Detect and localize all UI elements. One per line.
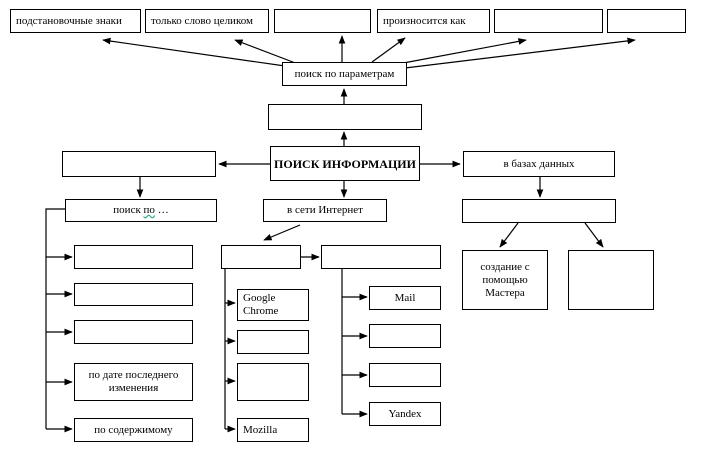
search-by-item-1 [74,245,193,269]
param-option-wildcards: подстановочные знаки [10,9,141,33]
search-by-item-2 [74,283,193,306]
browsers-group-blank [221,245,301,269]
param-search-node: поиск по параметрам [282,62,407,86]
search-by-node: поиск по … [65,199,217,222]
internet-node: в сети Интернет [263,199,387,222]
root-node: ПОИСК ИНФОРМАЦИИ [270,146,420,181]
browser-google-chrome: Google Chrome [237,289,309,321]
db-item-blank [568,250,654,310]
above-root-blank-node [268,104,422,130]
db-sub-blank-node [462,199,616,223]
search-engine-blank-2 [369,363,441,387]
left-blank-node [62,151,216,177]
param-option-sounds-like: произносится как [377,9,490,33]
browser-blank-1 [237,330,309,354]
search-engine-blank-1 [369,324,441,348]
search-by-content: по содержимому [74,418,193,442]
browser-mozilla: Mozilla [237,418,309,442]
search-by-item-3 [74,320,193,344]
param-option-blank-2 [494,9,603,33]
search-by-prefix: поиск [113,204,141,216]
param-option-blank-1 [274,9,371,33]
param-option-whole-word: только слово целиком [145,9,269,33]
search-by-suffix: … [154,204,169,216]
search-engine-mail: Mail [369,286,441,310]
search-by-underlined: по [143,204,155,216]
databases-node: в базах данных [463,151,615,177]
search-engine-yandex: Yandex [369,402,441,426]
db-create-with-wizard: создание с помощью Мастера [462,250,548,310]
search-by-date-modified: по дате последнего изменения [74,363,193,401]
param-option-blank-3 [607,9,686,33]
browser-blank-2 [237,363,309,401]
search-engines-group-blank [321,245,441,269]
